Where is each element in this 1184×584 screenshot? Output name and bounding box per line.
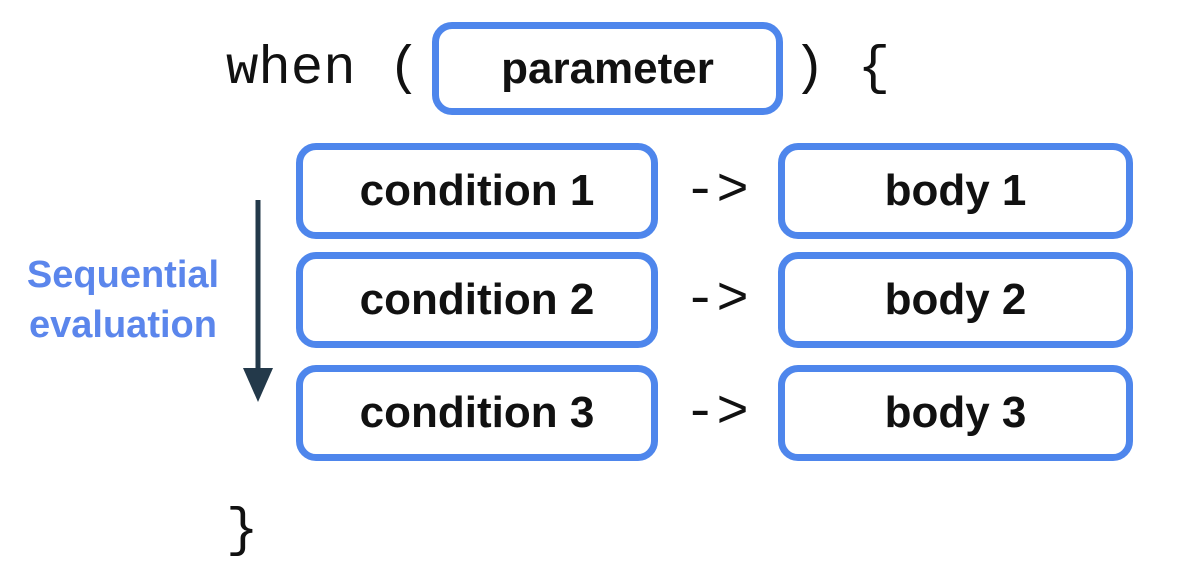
- condition-label-3: condition 3: [359, 388, 595, 437]
- arrow-token-1: ->: [684, 160, 749, 222]
- sequential-evaluation-note: Sequential evaluation: [13, 250, 233, 350]
- parameter-label: parameter: [501, 43, 714, 93]
- condition-box-3: condition 3: [296, 365, 658, 461]
- condition-box-2: condition 2: [296, 252, 658, 348]
- condition-label-2: condition 2: [359, 275, 595, 324]
- body-box-1: body 1: [778, 143, 1133, 239]
- body-box-2: body 2: [778, 252, 1133, 348]
- close-brace-text: }: [226, 501, 259, 562]
- sequential-evaluation-note-line1: Sequential: [26, 254, 220, 296]
- sequential-evaluation-note-line2: evaluation: [29, 304, 217, 347]
- body-label-2: body 2: [884, 275, 1027, 324]
- arrow-token-2: ->: [684, 269, 749, 331]
- arrow-token-3: ->: [684, 382, 749, 444]
- close-paren-open-brace-text: ) {: [793, 39, 891, 100]
- condition-label-1: condition 1: [359, 166, 595, 215]
- when-keyword-text: when (: [226, 39, 421, 100]
- body-label-3: body 3: [884, 388, 1027, 437]
- body-box-3: body 3: [778, 365, 1133, 461]
- parameter-box: parameter: [432, 22, 783, 115]
- condition-box-1: condition 1: [296, 143, 658, 239]
- sequential-evaluation-arrow-icon: [243, 200, 273, 402]
- body-label-1: body 1: [884, 166, 1027, 215]
